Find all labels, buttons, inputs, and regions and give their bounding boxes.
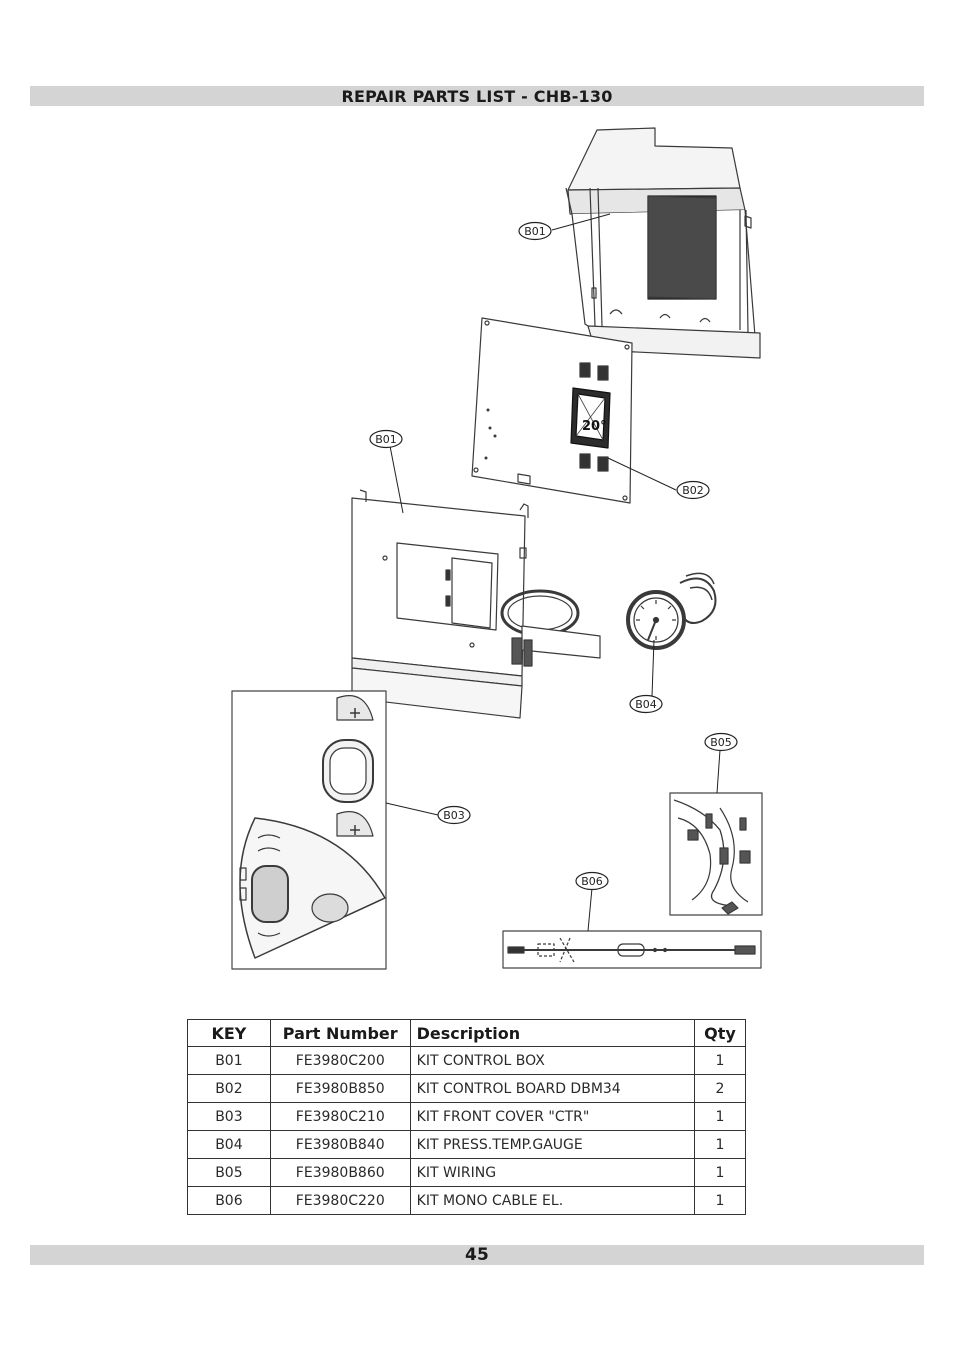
callout-b05: B05	[704, 732, 738, 752]
leader-lines	[385, 213, 721, 932]
exploded-parts-diagram: 20°	[200, 118, 765, 988]
control-box-housing	[565, 127, 761, 359]
svg-text:B06: B06	[581, 875, 603, 888]
table-row: B02 FE3980B850 KIT CONTROL BOARD DBM34 2	[187, 1074, 746, 1103]
cell-key: B03	[187, 1102, 271, 1131]
cell-key: B06	[187, 1186, 271, 1215]
table-header-row: KEY Part Number Description Qty	[187, 1019, 746, 1047]
cell-key: B04	[187, 1130, 271, 1159]
callout-b01-top: B01	[518, 221, 552, 241]
cell-qty: 1	[694, 1186, 746, 1215]
page-number: 45	[30, 1245, 924, 1265]
cell-part-number: FE3980C210	[269, 1102, 411, 1131]
callout-b03: B03	[437, 805, 471, 825]
pressure-temperature-gauge	[626, 572, 717, 650]
table-row: B05 FE3980B860 KIT WIRING 1	[187, 1158, 746, 1187]
page-title: REPAIR PARTS LIST - CHB-130	[30, 86, 924, 106]
cell-part-number: FE3980B840	[269, 1130, 411, 1159]
cell-part-number: FE3980C220	[269, 1186, 411, 1215]
svg-text:B01: B01	[375, 433, 397, 446]
cell-description: KIT WIRING	[409, 1158, 696, 1187]
column-header-part-number: Part Number	[269, 1019, 411, 1047]
svg-text:B01: B01	[524, 225, 546, 238]
cell-part-number: FE3980C200	[269, 1046, 411, 1075]
cell-qty: 1	[694, 1130, 746, 1159]
callout-b02: B02	[676, 480, 710, 500]
callout-b04: B04	[629, 694, 663, 714]
control-board: 20°	[471, 317, 633, 504]
front-cover-panel	[231, 690, 387, 970]
cell-description: KIT CONTROL BOX	[409, 1046, 696, 1075]
wiring-harness-panel	[669, 792, 763, 916]
svg-text:B02: B02	[682, 484, 704, 497]
repair-parts-table: KEY Part Number Description Qty B01 FE39…	[187, 1019, 746, 1215]
control-box-body	[351, 489, 601, 719]
cell-key: B02	[187, 1074, 271, 1103]
table-row: B04 FE3980B840 KIT PRESS.TEMP.GAUGE 1	[187, 1130, 746, 1159]
table-row: B06 FE3980C220 KIT MONO CABLE EL. 1	[187, 1186, 746, 1215]
cell-description: KIT PRESS.TEMP.GAUGE	[409, 1130, 696, 1159]
mono-cable-panel	[502, 930, 762, 969]
svg-text:B03: B03	[443, 809, 465, 822]
display-readout: 20°	[582, 419, 607, 434]
callout-b01-middle: B01	[369, 429, 403, 449]
cell-qty: 1	[694, 1158, 746, 1187]
svg-text:B04: B04	[635, 698, 657, 711]
cell-part-number: FE3980B850	[269, 1074, 411, 1103]
cell-part-number: FE3980B860	[269, 1158, 411, 1187]
table-row: B01 FE3980C200 KIT CONTROL BOX 1	[187, 1046, 746, 1075]
column-header-key: KEY	[187, 1019, 271, 1047]
cell-description: KIT CONTROL BOARD DBM34	[409, 1074, 696, 1103]
cell-key: B05	[187, 1158, 271, 1187]
cell-qty: 2	[694, 1074, 746, 1103]
table-row: B03 FE3980C210 KIT FRONT COVER "CTR" 1	[187, 1102, 746, 1131]
cell-qty: 1	[694, 1046, 746, 1075]
cell-description: KIT MONO CABLE EL.	[409, 1186, 696, 1215]
cell-description: KIT FRONT COVER "CTR"	[409, 1102, 696, 1131]
svg-text:B05: B05	[710, 736, 732, 749]
column-header-description: Description	[409, 1019, 696, 1047]
callout-b06: B06	[575, 871, 609, 891]
cell-key: B01	[187, 1046, 271, 1075]
cell-qty: 1	[694, 1102, 746, 1131]
column-header-qty: Qty	[694, 1019, 746, 1047]
